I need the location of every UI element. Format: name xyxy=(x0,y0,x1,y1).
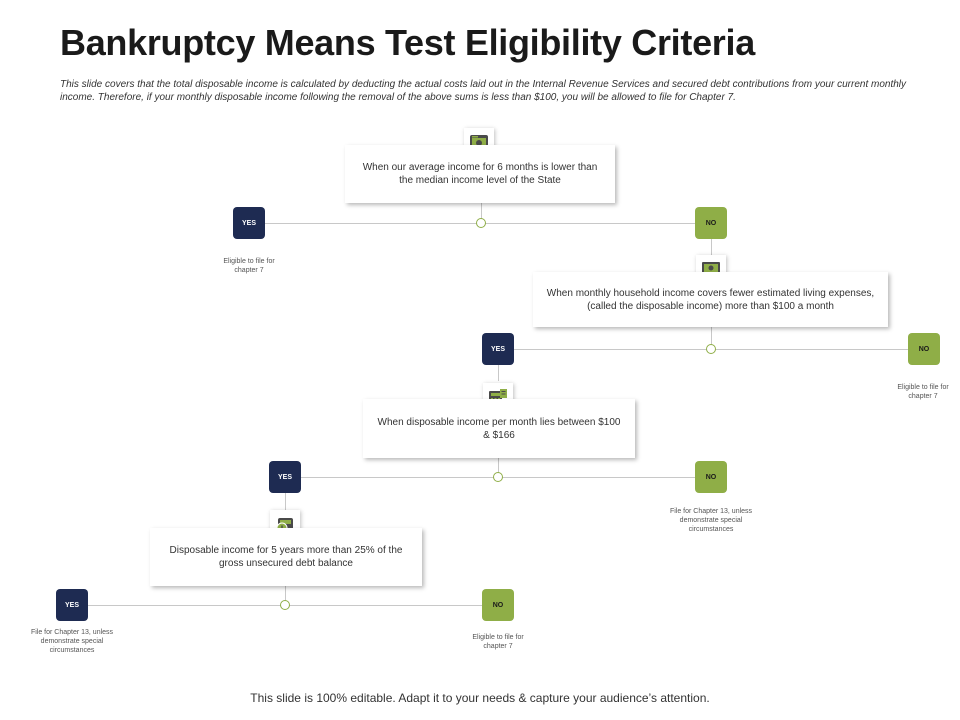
step-3-criterion-card: When disposable income per month lies be… xyxy=(363,399,635,458)
slide-title: Bankruptcy Means Test Eligibility Criter… xyxy=(60,22,755,63)
step-1-yes-badge: YES xyxy=(233,207,265,239)
decision-dot xyxy=(706,344,716,354)
step-1-criterion-card: When our average income for 6 months is … xyxy=(345,145,615,203)
step-3-criterion-text: When disposable income per month lies be… xyxy=(377,416,621,441)
intro-text: This slide covers that the total disposa… xyxy=(60,79,907,103)
step-4-yes-note: File for Chapter 13, unless demonstrate … xyxy=(30,629,114,654)
step-4-no-badge: NO xyxy=(482,589,514,621)
connector-line xyxy=(711,239,712,256)
step-3-no-badge: NO xyxy=(695,461,727,493)
step-4-criterion-card: Disposable income for 5 years more than … xyxy=(150,528,422,586)
step-2-no-badge: NO xyxy=(908,333,940,365)
step-2-criterion-text: When monthly household income covers few… xyxy=(546,287,875,312)
connector-line xyxy=(498,365,499,381)
step-2-yes-badge: YES xyxy=(482,333,514,365)
decision-dot xyxy=(476,218,486,228)
connector-line xyxy=(285,493,286,510)
connector-line xyxy=(481,203,482,222)
connector-line xyxy=(498,458,499,477)
step-4-criterion-text: Disposable income for 5 years more than … xyxy=(169,545,403,569)
step-1-no-badge: NO xyxy=(695,207,727,239)
connector-line xyxy=(711,327,712,349)
connector-line xyxy=(285,586,286,605)
step-3-yes-badge: YES xyxy=(269,461,301,493)
step-4-yes-badge: YES xyxy=(56,589,88,621)
step-4-no-note: Eligible to file for chapter 7 xyxy=(472,634,524,650)
step-1-criterion-text: When our average income for 6 months is … xyxy=(362,162,598,186)
decision-dot xyxy=(280,600,290,610)
decision-dot xyxy=(493,472,503,482)
step-2-no-note: Eligible to file for chapter 7 xyxy=(897,384,949,400)
step-1-yes-note: Eligible to file for chapter 7 xyxy=(223,258,275,274)
footer-note: This slide is 100% editable. Adapt it to… xyxy=(250,691,710,705)
step-2-criterion-card: When monthly household income covers few… xyxy=(533,272,888,327)
step-3-no-note: File for Chapter 13, unless demonstrate … xyxy=(669,508,753,533)
